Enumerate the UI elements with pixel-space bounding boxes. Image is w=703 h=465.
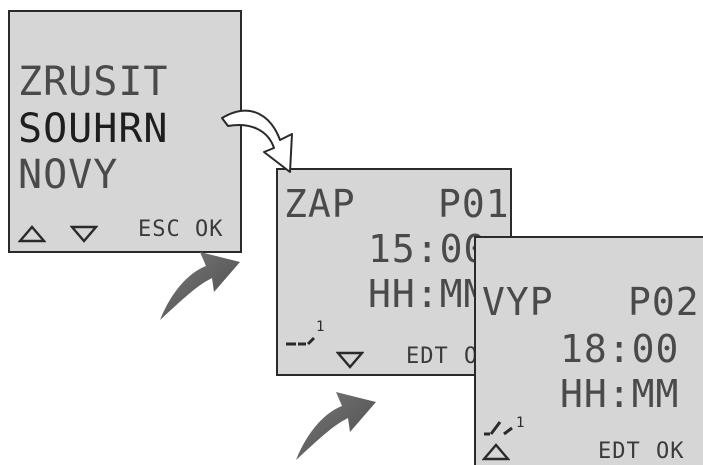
menu-item-zrusit[interactable]: ZRUSIT [18, 59, 169, 105]
up-triangle-icon[interactable] [18, 224, 46, 244]
press-down-arrow-icon [296, 392, 376, 460]
ok-button[interactable]: OK [195, 217, 224, 242]
mode-label: ZAP [284, 182, 356, 226]
channel-number: 1 [516, 415, 526, 431]
time-format: HH:MM [560, 372, 680, 416]
menu-item-souhrn[interactable]: SOUHRN [18, 106, 169, 152]
channel-number: 1 [316, 319, 326, 335]
down-triangle-icon[interactable] [70, 224, 98, 244]
lcd-screen-main-menu: ZRUSIT SOUHRN NOVY ESC OK [8, 10, 242, 253]
edit-button[interactable]: EDT [598, 439, 641, 464]
program-number: P02 [628, 280, 700, 324]
time-value: 18:00 [560, 327, 680, 371]
lcd-screen-program-on: ZAP P01 15:00 HH:MM 1 EDT OK [276, 168, 512, 376]
esc-button[interactable]: ESC [138, 217, 181, 242]
switch-off-icon [286, 336, 316, 346]
program-number: P01 [438, 182, 510, 226]
up-triangle-icon[interactable] [482, 442, 510, 462]
press-ok-arrow-icon [160, 252, 240, 320]
edit-button[interactable]: EDT [406, 344, 449, 369]
time-value: 15:00 [368, 227, 488, 271]
ok-button[interactable]: OK [656, 439, 685, 464]
switch-on-icon [484, 421, 513, 436]
transition-arrow-icon [221, 109, 293, 173]
mode-label: VYP [482, 280, 554, 324]
time-format: HH:MM [368, 272, 488, 316]
down-triangle-icon[interactable] [336, 350, 364, 370]
lcd-screen-program-off: VYP P02 18:00 HH:MM 1 EDT OK [474, 236, 703, 465]
menu-item-novy[interactable]: NOVY [18, 152, 119, 198]
